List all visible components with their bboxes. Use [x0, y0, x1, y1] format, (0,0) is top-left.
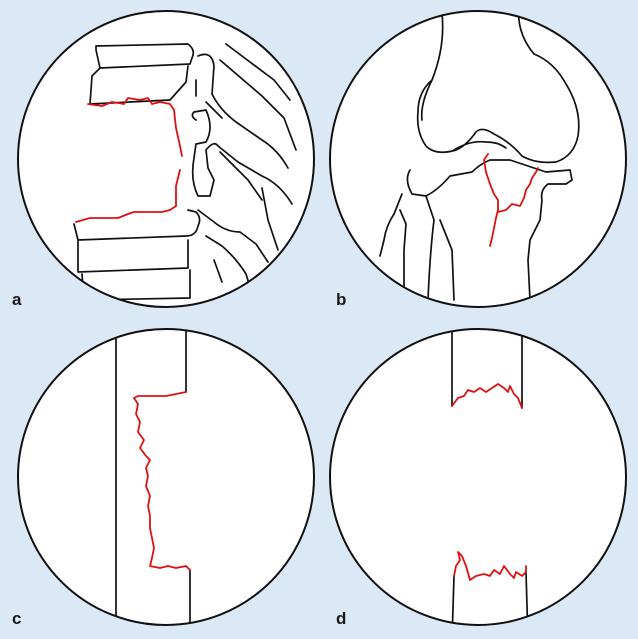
- panel-label-b: b: [336, 290, 346, 309]
- panel-c: c: [12, 320, 314, 639]
- panel-label-a: a: [12, 290, 22, 309]
- panel-b: b: [330, 0, 626, 309]
- panel-d-circle: [330, 329, 626, 625]
- panel-label-c: c: [12, 609, 21, 628]
- panel-a: a: [12, 11, 314, 309]
- panel-c-circle: [18, 329, 314, 625]
- panel-d: d: [330, 320, 626, 639]
- panel-label-d: d: [336, 609, 346, 628]
- panel-a-circle: [18, 11, 314, 307]
- panel-b-circle: [330, 11, 626, 307]
